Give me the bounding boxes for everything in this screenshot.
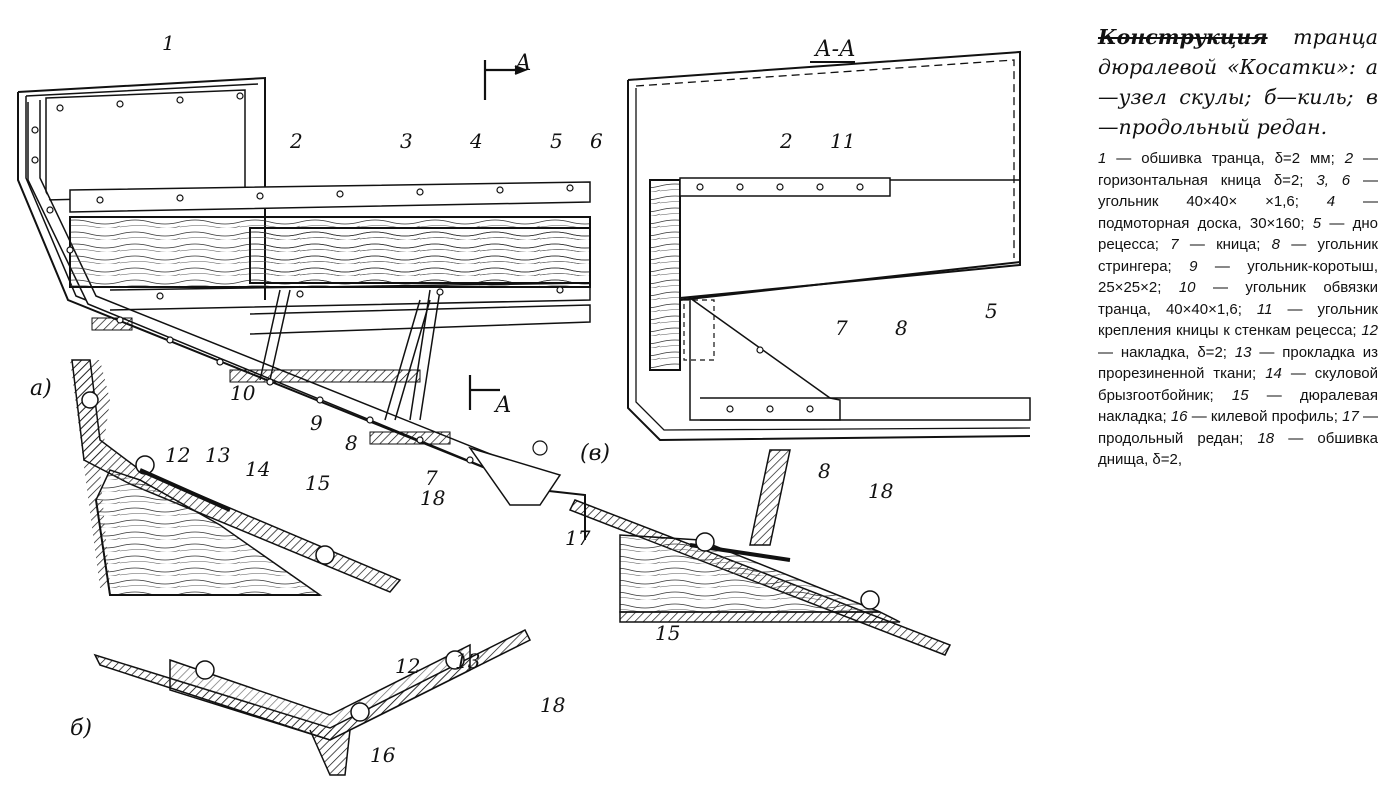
label-17: 17 (565, 526, 591, 550)
detail-chine (70, 359, 402, 596)
legend-item-number: 5 (1312, 214, 1322, 232)
legend-item-text: — угольник обвязки транца, 40×40×1,6; (1098, 279, 1378, 318)
legend-item-text: — килевой профиль; (1187, 408, 1343, 425)
legend-item-number: 4 (1326, 193, 1336, 210)
legend-item-number: 12 (1361, 322, 1378, 339)
label-18-v: 18 (868, 479, 893, 503)
label-15-v: 15 (655, 621, 680, 645)
legend-item-text: — угольник 40×40× ×1,6; (1098, 171, 1378, 211)
label-8-section: 8 (895, 316, 908, 340)
view-v-label: (в) (580, 441, 610, 466)
view-a-label: а) (30, 376, 52, 401)
legend-item-number: 17 (1342, 408, 1359, 425)
angle-3 (69, 181, 591, 213)
label-6: 6 (590, 129, 603, 153)
legend-item-number: 1 (1098, 150, 1107, 167)
label-1: 1 (162, 31, 175, 55)
label-2: 2 (289, 129, 303, 153)
label-12: 12 (165, 443, 190, 467)
label-7: 7 (425, 466, 438, 490)
legend-item-number: 8 (1271, 236, 1281, 253)
angle-5-6 (109, 282, 591, 311)
legend-item-number: 10 (1178, 279, 1196, 296)
label-3: 3 (400, 129, 413, 153)
legend-item-number: 13 (1234, 343, 1252, 361)
view-b-label: б) (70, 716, 92, 741)
label-5-section: 5 (985, 299, 998, 323)
legend-item-number: 2 (1344, 150, 1354, 167)
caption-legend: 1 — обшивка транца, δ=2 мм; 2 — горизонт… (1098, 148, 1378, 471)
legend-item-text: — угольник крепления кницы к стенкам рец… (1098, 300, 1378, 340)
legend-item-text: — дно рецесса; (1098, 214, 1378, 254)
legend-item-text: — обшивка днища, δ=2, (1098, 429, 1378, 469)
section-a-a (627, 50, 1031, 442)
legend-item-number: 18 (1257, 429, 1275, 447)
label-7-section: 7 (835, 316, 848, 340)
legend-item-number: 3, 6 (1316, 171, 1351, 189)
legend-item-number: 7 (1170, 236, 1179, 253)
label-11: 11 (830, 129, 855, 153)
angle-10 (29, 100, 601, 491)
label-13: 13 (205, 443, 230, 467)
legend-item-text: — обшивка транца, δ=2 мм; (1106, 150, 1345, 167)
legend-item-number: 14 (1265, 365, 1282, 382)
label-5: 5 (550, 129, 563, 153)
caption-title-strike: Конструкция (1098, 25, 1268, 49)
label-18-b: 18 (540, 693, 565, 717)
label-10: 10 (230, 381, 256, 405)
label-8-v: 8 (818, 459, 831, 483)
label-4: 4 (469, 129, 483, 153)
legend-item-text: — накладка, δ=2; (1098, 343, 1235, 361)
label-8: 8 (345, 431, 358, 455)
section-marker-bottom: А (493, 393, 512, 418)
legend-item-text: — продольный редан; (1098, 408, 1378, 447)
legend-item-number: 11 (1256, 300, 1273, 318)
angle-11 (679, 177, 891, 197)
label-18-a: 18 (420, 486, 445, 510)
label-13-b: 13 (455, 649, 480, 673)
caption-title-rest: транца дюралевой «Косатки»: а—узел скулы… (1098, 25, 1378, 139)
section-title: А-А (813, 37, 856, 62)
short-angle-box (45, 89, 246, 201)
label-12-b: 12 (395, 654, 420, 678)
detail-strake (568, 449, 952, 656)
legend-item-text: — горизонтальная кница δ=2; (1098, 150, 1378, 189)
callout-labels: 1 2 3 4 5 6 7 8 9 10 2 11 5 7 8 12 13 14… (30, 31, 998, 767)
caption-title: Конструкция транца дюралевой «Косатки»: … (1098, 22, 1378, 142)
legend-item-number: 15 (1231, 386, 1249, 404)
legend-item-number: 16 (1170, 408, 1188, 425)
wood-block (649, 179, 681, 371)
label-14: 14 (245, 457, 270, 481)
legend-item-text: — подмоторная доска, 30×160; (1098, 193, 1378, 232)
label-9: 9 (310, 411, 323, 435)
legend-item-number: 9 (1189, 257, 1198, 275)
section-marker-top: А (513, 51, 532, 76)
legend-item-text: — дюралевая накладка; (1098, 386, 1378, 426)
label-16: 16 (370, 743, 396, 767)
legend-item-text: — прокладка из прорезиненной ткани; (1098, 343, 1378, 383)
label-15: 15 (305, 471, 330, 495)
legend-item-text: — угольник стрингера; (1098, 236, 1378, 275)
label-2-section: 2 (779, 129, 793, 153)
legend-item-text: — кница; (1178, 236, 1272, 253)
detail-keel (93, 628, 532, 776)
figure-caption: Конструкция транца дюралевой «Косатки»: … (1098, 22, 1378, 471)
legend-item-text: — скуловой брызгоотбойник; (1098, 365, 1378, 404)
legend-item-text: — угольник-коротыш, 25×25×2; (1098, 257, 1378, 297)
transom-side-view (17, 60, 601, 540)
